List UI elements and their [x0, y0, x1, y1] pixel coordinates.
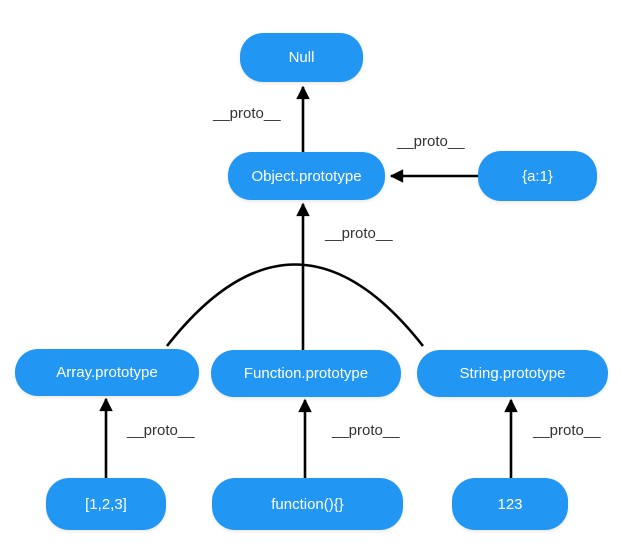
node-array-prototype: Array.prototype [15, 349, 199, 396]
edge-label-array-literal-to-array-prototype: __proto__ [127, 422, 195, 439]
node-object-literal: {a:1} [478, 151, 597, 201]
node-function-prototype: Function.prototype [211, 350, 401, 397]
node-number-literal: 123 [452, 478, 568, 530]
edge-label-function-literal-to-function-prototype: __proto__ [332, 422, 400, 439]
edge-label-number-literal-to-string-prototype: __proto__ [533, 422, 601, 439]
node-null: Null [240, 33, 363, 82]
node-object-prototype: Object.prototype [228, 152, 385, 200]
node-string-prototype: String.prototype [417, 350, 608, 397]
node-array-literal: [1,2,3] [46, 478, 166, 530]
arc-array-string-to-object-prototype [165, 263, 425, 347]
edge-label-object-to-null: __proto__ [213, 105, 281, 122]
edge-label-function-prototype-to-object-prototype: __proto__ [325, 225, 393, 242]
edge-label-object-literal-to-object-prototype: __proto__ [397, 133, 465, 150]
node-function-literal: function(){} [212, 478, 403, 530]
